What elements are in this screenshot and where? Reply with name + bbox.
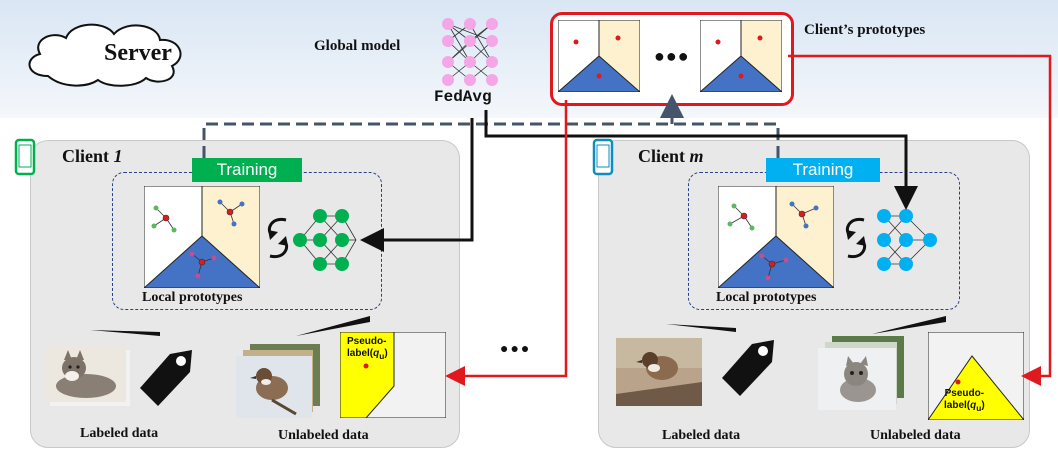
server-label: Server bbox=[104, 40, 172, 66]
prototypes-to-client-1-arrow bbox=[445, 100, 568, 386]
sparrow-photo bbox=[616, 338, 702, 406]
global-model-network-icon bbox=[442, 18, 498, 86]
client-1-pseudo-sub: u bbox=[379, 351, 385, 361]
client-1-labeled-data-label: Labeled data bbox=[80, 426, 159, 441]
client-m-labeled-data-label: Labeled data bbox=[662, 428, 741, 443]
kitten-photo-stack bbox=[818, 336, 904, 410]
client-m-pseudo-label-text: Pseudo-label(qu) bbox=[944, 388, 985, 414]
label-tag-icon bbox=[140, 350, 192, 406]
client-1-title-prefix: Client bbox=[62, 146, 114, 166]
client-1-index: 1 bbox=[113, 146, 123, 166]
global-model-label: Global model bbox=[314, 38, 401, 54]
bird-photo-stack bbox=[236, 344, 320, 418]
client-m-pseudo-line1: Pseudo- bbox=[944, 388, 985, 399]
client-1-data-flow-wedges bbox=[90, 316, 370, 336]
phone-icon bbox=[592, 138, 614, 176]
client-m-pseudo-sub: u bbox=[976, 403, 982, 413]
client-1-pseudo-label-text: Pseudo-label(qu) bbox=[347, 336, 388, 362]
client-m-data-flow-wedges bbox=[666, 316, 946, 334]
client-1-title: Client 1 bbox=[62, 146, 123, 167]
client-m-pseudo-close: ) bbox=[981, 400, 985, 411]
clients-ellipsis: ●●● bbox=[500, 342, 532, 357]
client-m-title: Client m bbox=[638, 146, 704, 167]
client-m-local-model-network-icon bbox=[877, 209, 937, 271]
client-m-pseudo-q: q bbox=[970, 400, 977, 411]
prototype-thumbnail-1 bbox=[558, 20, 640, 92]
client-1-pseudo-line2: label( bbox=[347, 348, 374, 359]
cat-photo bbox=[46, 346, 130, 406]
client-1-local-model-network-icon bbox=[293, 209, 357, 271]
client-m-index: m bbox=[689, 146, 704, 166]
client-m-title-prefix: Client bbox=[638, 146, 690, 166]
client-1-pseudo-label-panel bbox=[340, 332, 446, 418]
client-1-local-prototypes-diagram bbox=[144, 186, 260, 288]
server-cloud bbox=[28, 23, 182, 87]
client-m-cycle-arrows-icon bbox=[845, 217, 867, 259]
client-m-local-prototypes-diagram bbox=[718, 186, 834, 288]
prototypes-ellipsis: ●●● bbox=[654, 46, 690, 66]
prototypes-label: Client’s prototypes bbox=[804, 22, 926, 38]
client-m-training-tag: Training bbox=[766, 158, 880, 182]
client-m-pseudo-line2: label( bbox=[944, 400, 971, 411]
client-1-pseudo-close: ) bbox=[384, 348, 388, 359]
client-1-cycle-arrows-icon bbox=[267, 217, 289, 259]
label-tag-icon bbox=[722, 340, 774, 396]
client-1-unlabeled-data-label: Unlabeled data bbox=[278, 428, 369, 443]
prototype-thumbnail-m bbox=[700, 20, 782, 92]
client-1-pseudo-line1: Pseudo- bbox=[347, 336, 387, 347]
phone-icon bbox=[14, 138, 36, 176]
client-1-local-prototypes-label: Local prototypes bbox=[142, 290, 243, 305]
fedavg-label: FedAvg bbox=[434, 88, 492, 106]
client-m-local-prototypes-label: Local prototypes bbox=[716, 290, 817, 305]
client-1-training-tag: Training bbox=[192, 158, 302, 182]
client-1-pseudo-q: q bbox=[373, 348, 380, 359]
client-m-unlabeled-data-label: Unlabeled data bbox=[870, 428, 961, 443]
